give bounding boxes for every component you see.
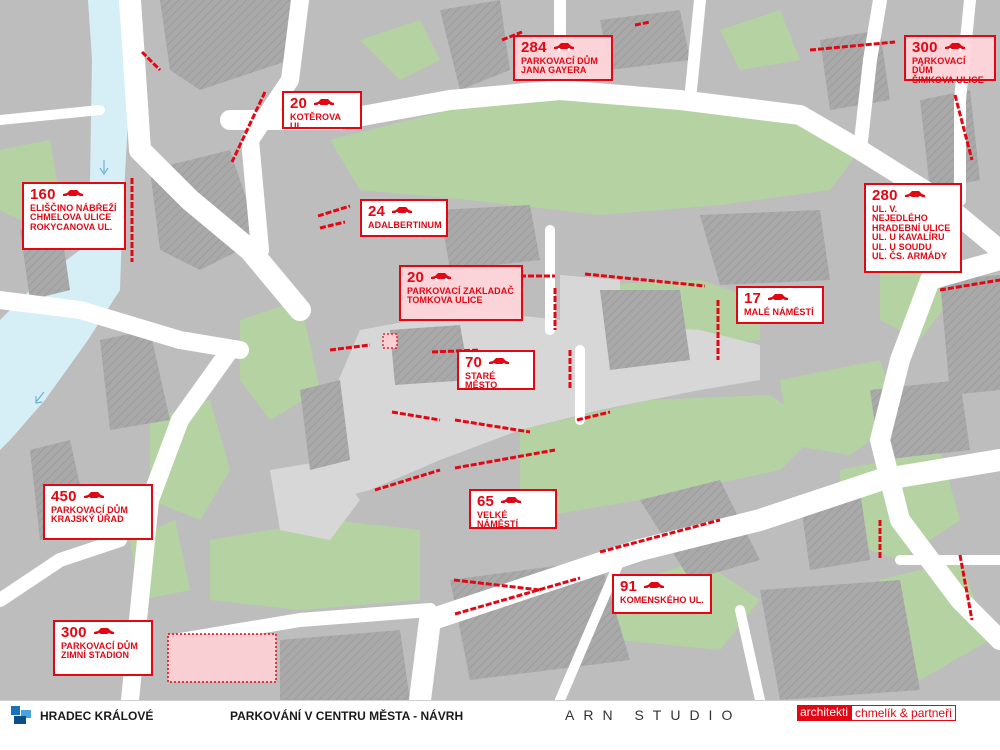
parking-label: HRADEBNÍ ULICE — [872, 222, 951, 233]
car-icon — [392, 207, 413, 215]
parking-count: 24 — [368, 203, 386, 220]
parking-label: ŠIMKOVA ULICE — [912, 74, 984, 85]
parking-label: UL. U KAVALÍRU — [872, 232, 945, 243]
car-icon — [83, 492, 104, 500]
logo-left-text: architekti — [797, 705, 852, 721]
map-title: PARKOVÁNÍ V CENTRU MĚSTA - NÁVRH — [230, 709, 464, 723]
city-name: HRADEC KRÁLOVÉ — [40, 709, 154, 723]
architekti-logo: architekti chmelík & partneři — [797, 705, 956, 721]
parking-label: STARÉ MĚSTO — [465, 370, 498, 391]
car-icon — [553, 43, 574, 51]
car-icon — [644, 582, 665, 590]
river-arrow-icon — [99, 160, 109, 176]
parking-callout-krajsky[interactable]: 450 PARKOVACÍ DŮM KRAJSKÝ ÚŘAD — [43, 484, 153, 540]
parking-label: MALÉ NÁMĚSTÍ — [744, 306, 814, 317]
parking-label: PARKOVACÍ DŮM — [521, 55, 598, 66]
parking-label: TOMKOVA ULICE — [407, 295, 483, 306]
parking-label: JANA GAYERA — [521, 65, 587, 76]
zimni-stadion-area — [167, 633, 277, 683]
parking-label: KOTĚROVA UL. — [290, 111, 341, 132]
parking-callout-gayer[interactable]: 284 PARKOVACÍ DŮM JANA GAYERA — [513, 35, 613, 81]
parking-callout-stare[interactable]: 70 STARÉ MĚSTO — [457, 350, 535, 390]
parking-count: 280 — [872, 187, 898, 204]
car-icon — [944, 43, 965, 51]
parking-label: UL. U SOUDU — [872, 241, 932, 252]
parking-count: 284 — [521, 39, 547, 56]
parking-callout-koterova[interactable]: 20 KOTĚROVA UL. — [282, 91, 362, 132]
parking-callout-komenskeho[interactable]: 91 KOMENSKÉHO UL. — [612, 574, 712, 614]
car-icon — [489, 358, 510, 366]
car-icon — [768, 294, 789, 302]
car-icon — [314, 99, 335, 107]
parking-count: 450 — [51, 488, 77, 505]
parking-callout-elisky[interactable]: 160 ELIŠČINO NÁBŘEŽÍ CHMELOVA ULICE ROKY… — [22, 182, 126, 250]
parking-label: UL. ČS. ARMÁDY — [872, 250, 948, 261]
logo-right-text: chmelík & partneři — [851, 705, 956, 721]
footer-divider — [0, 700, 1000, 701]
parking-count: 160 — [30, 186, 56, 203]
parking-count: 17 — [744, 290, 762, 307]
car-icon — [431, 273, 452, 281]
parking-label: PARKOVACÍ DŮM — [51, 504, 128, 515]
parking-callout-tomkova[interactable]: 20 PARKOVACÍ ZAKLADAČ TOMKOVA ULICE — [399, 265, 523, 321]
parking-callout-nejedleho[interactable]: 280 UL. V. NEJEDLÉHO HRADEBNÍ ULICE UL. … — [864, 183, 962, 273]
parking-count: 20 — [407, 269, 425, 286]
tomkova-area — [382, 333, 398, 349]
parking-count: 70 — [465, 354, 483, 371]
parking-callout-simkova[interactable]: 300 PARKOVACÍ DŮM ŠIMKOVA ULICE — [904, 35, 996, 85]
parking-label: KOMENSKÉHO UL. — [620, 594, 704, 605]
parking-label: PARKOVACÍ DŮM — [912, 55, 966, 76]
parking-count: 65 — [477, 493, 495, 510]
parking-label: ROKYCANOVA UL. — [30, 221, 113, 232]
parking-count: 300 — [912, 39, 938, 56]
parking-label: ELIŠČINO NÁBŘEŽÍ — [30, 202, 117, 213]
parking-label: PARKOVACÍ ZAKLADAČ — [407, 285, 514, 296]
river-arrow-icon — [35, 391, 45, 404]
car-icon — [93, 628, 114, 636]
parking-callout-zimni[interactable]: 300 PARKOVACÍ DŮM ZIMNÍ STADION — [53, 620, 153, 676]
footer: HRADEC KRÁLOVÉ PARKOVÁNÍ V CENTRU MĚSTA … — [0, 700, 1000, 750]
parking-count: 300 — [61, 624, 87, 641]
parking-label: ADALBERTINUM — [368, 219, 442, 230]
car-icon — [62, 190, 83, 198]
city-map — [0, 0, 1000, 700]
parking-label: ZIMNÍ STADION — [61, 650, 130, 661]
parking-count: 20 — [290, 95, 308, 112]
parking-label: PARKOVACÍ DŮM — [61, 640, 138, 651]
parking-label: CHMELOVA ULICE — [30, 212, 112, 223]
studio-name: ARN STUDIO — [565, 707, 742, 723]
hradec-kralove-logo-icon — [11, 706, 31, 724]
parking-callout-male[interactable]: 17 MALÉ NÁMĚSTÍ — [736, 286, 824, 324]
parking-label: KRAJSKÝ ÚŘAD — [51, 514, 124, 525]
parking-callout-velke[interactable]: 65 VELKÉ NÁMĚSTÍ — [469, 489, 557, 529]
parking-callout-adalbertinum[interactable]: 24 ADALBERTINUM — [360, 199, 448, 237]
car-icon — [501, 497, 522, 505]
car-icon — [904, 191, 925, 199]
parking-count: 91 — [620, 578, 638, 595]
parking-label: UL. V. NEJEDLÉHO — [872, 203, 928, 224]
parking-label: VELKÉ NÁMĚSTÍ — [477, 509, 519, 530]
